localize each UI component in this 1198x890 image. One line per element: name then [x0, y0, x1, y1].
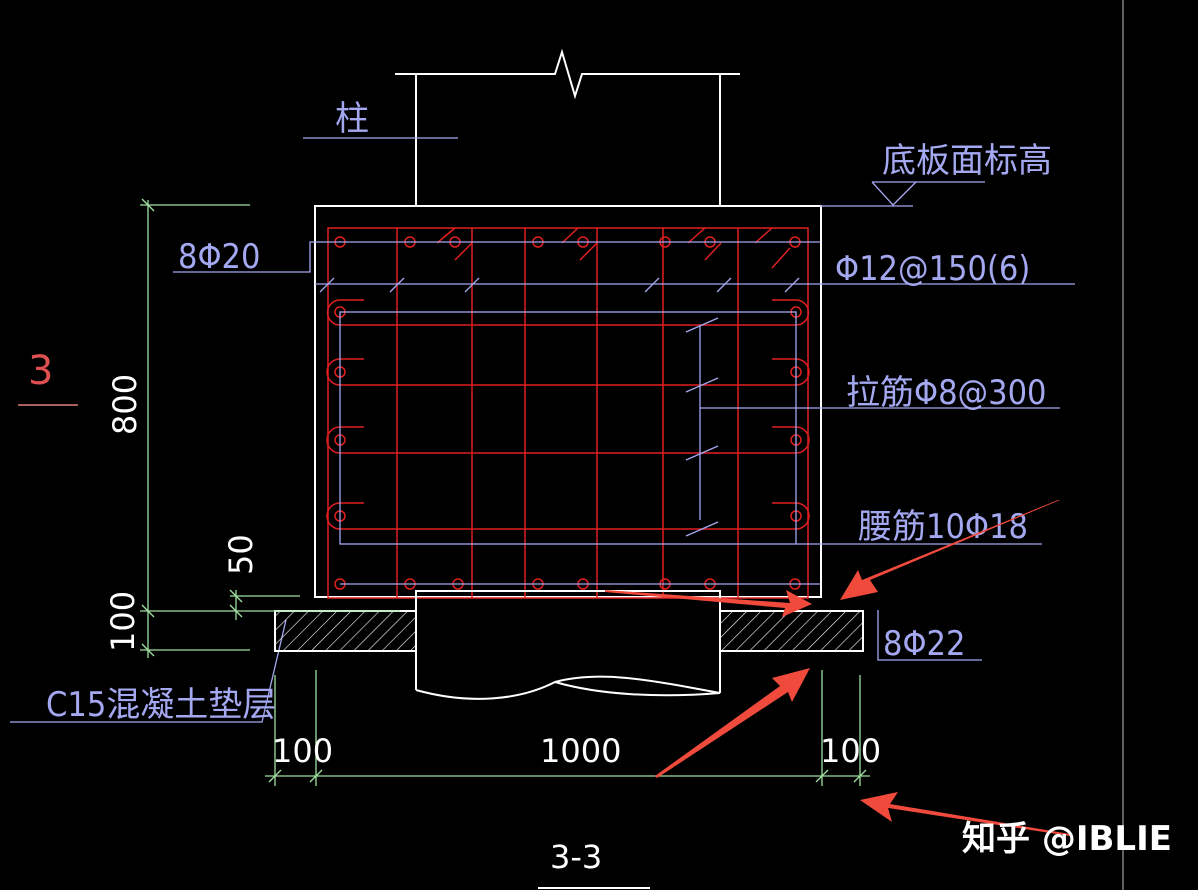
- top-bars-label: 8Φ20: [178, 237, 260, 277]
- bedding-label: C15混凝土垫层: [46, 685, 276, 725]
- dim-right-100: 100: [820, 732, 881, 770]
- column-outline: [395, 48, 740, 206]
- arrow-icon: [655, 668, 810, 778]
- dim-width-1000: 1000: [540, 732, 621, 770]
- dim-cover-50: 50: [222, 534, 260, 575]
- tie-bars-label: 拉筋Φ8@300: [846, 373, 1047, 413]
- stirrups-label: Φ12@150(6): [835, 249, 1030, 289]
- section-title-text: 3-3: [550, 838, 602, 876]
- section-marker: 3: [18, 348, 78, 406]
- bedding-layer: [274, 610, 864, 652]
- bottom-bars-label: 8Φ22: [883, 624, 965, 664]
- slab-elevation-label: 底板面标高: [882, 141, 1052, 181]
- dim-left-100: 100: [272, 732, 333, 770]
- arrow-icon: [860, 792, 1070, 836]
- waist-bars-label: 腰筋10Φ18: [858, 507, 1028, 547]
- watermark: 知乎 @IBLIE: [962, 819, 1172, 859]
- dim-bedding-100: 100: [104, 591, 142, 652]
- column-label: 柱: [335, 99, 369, 139]
- section-title: 3-3: [538, 838, 650, 889]
- annotation-arrows: [605, 500, 1070, 836]
- lower-column-outline: [415, 590, 721, 700]
- section-marker-number: 3: [28, 348, 53, 394]
- dimension-lines: [140, 198, 870, 786]
- beam-outline: [314, 205, 822, 598]
- arrow-icon: [840, 500, 1060, 600]
- dim-height-800: 800: [106, 374, 144, 435]
- arrow-icon: [605, 590, 812, 617]
- leader-lines: [10, 137, 1075, 723]
